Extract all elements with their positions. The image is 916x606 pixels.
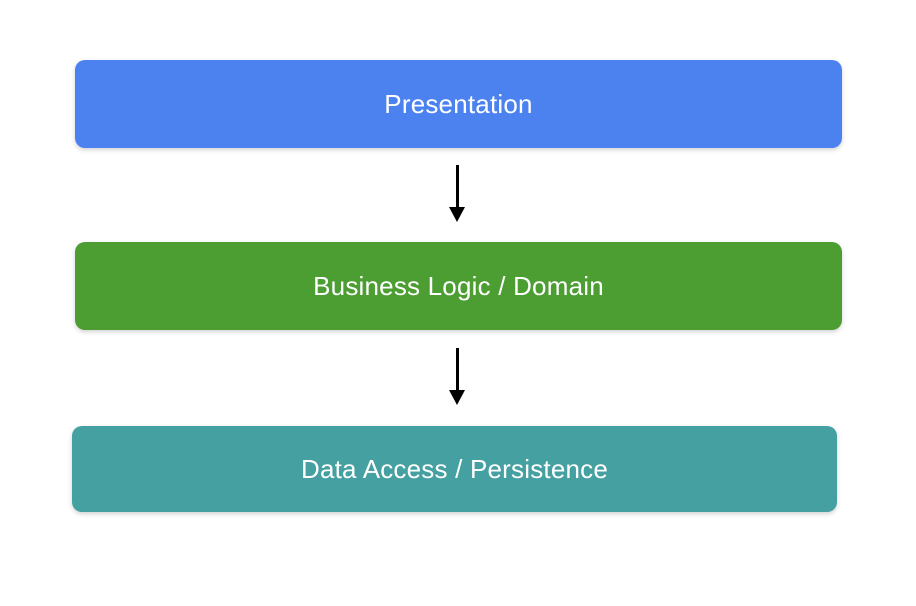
node-presentation-label: Presentation xyxy=(384,88,533,119)
arrow-shaft xyxy=(455,348,459,390)
node-data-access-label: Data Access / Persistence xyxy=(300,453,609,484)
arrow-business-to-data xyxy=(448,348,466,405)
node-business-logic: Business Logic / Domain xyxy=(75,242,842,330)
arrow-presentation-to-business xyxy=(448,165,466,222)
arrow-shaft xyxy=(455,165,459,207)
arrow-down-icon xyxy=(449,207,465,222)
node-data-access: Data Access / Persistence xyxy=(72,426,837,512)
node-business-logic-label: Business Logic / Domain xyxy=(313,270,604,301)
arrow-down-icon xyxy=(449,390,465,405)
node-presentation: Presentation xyxy=(75,60,842,148)
